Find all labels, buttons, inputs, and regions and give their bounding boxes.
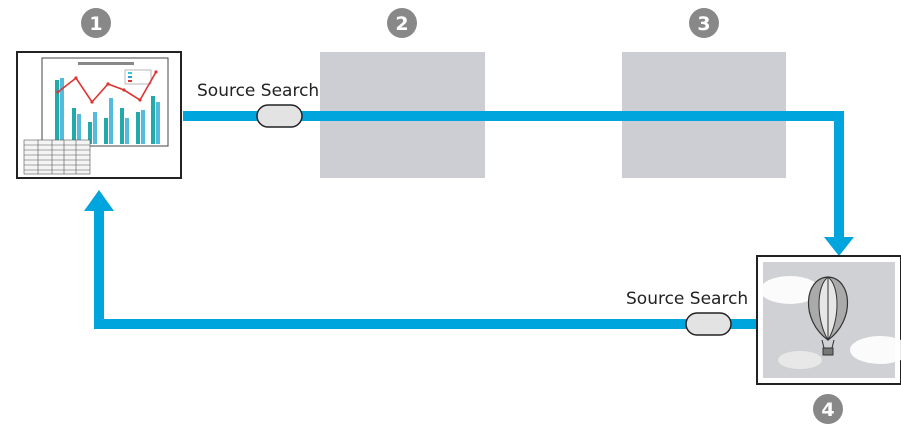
step-badge-4: 4 xyxy=(813,394,843,424)
source-1-screen xyxy=(16,51,182,179)
source-search-label-bottom: Source Search xyxy=(626,289,748,309)
step-number-3: 3 xyxy=(697,13,710,35)
chart-bars xyxy=(55,78,160,144)
balloon-icon xyxy=(807,276,849,356)
step-badge-1: 1 xyxy=(81,8,111,38)
flow-path-return xyxy=(84,190,757,329)
chart-table xyxy=(23,139,91,175)
step-number-1: 1 xyxy=(89,13,102,35)
step-number-4: 4 xyxy=(821,399,834,421)
source-4-screen xyxy=(756,255,901,385)
source-search-label-top: Source Search xyxy=(197,81,319,101)
flow-path-forward xyxy=(183,111,854,256)
source-search-button-bottom[interactable] xyxy=(685,312,732,336)
step-badge-2: 2 xyxy=(387,8,417,38)
source-search-button-top[interactable] xyxy=(256,104,303,128)
step-number-2: 2 xyxy=(395,13,408,35)
arrow-down-icon xyxy=(824,237,854,256)
arrow-up-icon xyxy=(84,190,114,211)
step-badge-3: 3 xyxy=(689,8,719,38)
